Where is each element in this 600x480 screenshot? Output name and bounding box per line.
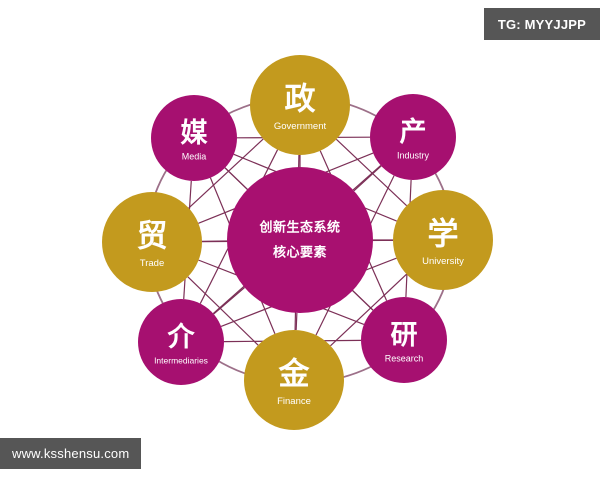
- spoke-lines: [201, 155, 393, 331]
- spoke-line-research: [352, 290, 374, 311]
- node-cn-label-university: 学: [428, 217, 459, 253]
- center-label-line1: 创新生态系统: [258, 220, 340, 236]
- node-intermediaries[interactable]: 介 Intermediaries: [138, 299, 224, 385]
- node-en-label-industry: Industry: [397, 150, 430, 160]
- node-trade[interactable]: 贸 Trade: [102, 192, 202, 292]
- node-media[interactable]: 媒 Media: [151, 95, 237, 181]
- spoke-line-industry: [353, 165, 382, 192]
- center-label-line2: 核心要素: [273, 245, 327, 261]
- center-circle: [227, 167, 373, 313]
- node-cn-label-finance: 金: [278, 357, 311, 393]
- link-line-government-trade: [188, 138, 264, 209]
- node-circle-media[interactable]: [151, 95, 237, 181]
- node-cn-label-media: 媒: [181, 117, 209, 149]
- node-cn-label-research: 研: [391, 320, 418, 351]
- link-line-finance-trade: [187, 276, 259, 346]
- node-en-label-intermediaries: Intermediaries: [154, 355, 208, 365]
- node-cn-label-trade: 贸: [137, 219, 168, 255]
- spoke-line-media: [224, 167, 248, 190]
- node-en-label-media: Media: [182, 151, 207, 161]
- telegram-watermark-badge: TG: MYYJJPP: [483, 8, 600, 40]
- node-research[interactable]: 研 Research: [361, 297, 447, 383]
- node-circle-government[interactable]: [250, 55, 350, 155]
- node-en-label-trade: Trade: [140, 258, 164, 269]
- node-group: 政 Government 产 Industry 学 University 研 Research…: [102, 55, 493, 430]
- node-cn-label-intermediaries: 介: [167, 322, 196, 353]
- node-industry[interactable]: 产 Industry: [370, 94, 456, 180]
- node-cn-label-government: 政: [285, 82, 316, 118]
- node-circle-university[interactable]: [393, 190, 493, 290]
- node-government[interactable]: 政 Government: [250, 55, 350, 155]
- node-circle-trade[interactable]: [102, 192, 202, 292]
- node-en-label-finance: Finance: [277, 396, 311, 407]
- node-circle-industry[interactable]: [370, 94, 456, 180]
- spoke-line-finance: [295, 312, 298, 331]
- node-circle-intermediaries[interactable]: [138, 299, 224, 385]
- node-circle-finance[interactable]: [244, 330, 344, 430]
- node-en-label-university: University: [422, 256, 464, 267]
- node-en-label-government: Government: [274, 121, 327, 132]
- site-watermark-badge: www.ksshensu.com: [0, 438, 142, 469]
- link-line-government-university: [335, 138, 408, 207]
- node-university[interactable]: 学 University: [393, 190, 493, 290]
- link-line-university-finance: [330, 273, 407, 347]
- node-circle-research[interactable]: [361, 297, 447, 383]
- node-finance[interactable]: 金 Finance: [244, 330, 344, 430]
- node-en-label-research: Research: [385, 353, 424, 363]
- node-cn-label-industry: 产: [400, 117, 427, 148]
- spoke-line-intermediaries: [213, 287, 245, 315]
